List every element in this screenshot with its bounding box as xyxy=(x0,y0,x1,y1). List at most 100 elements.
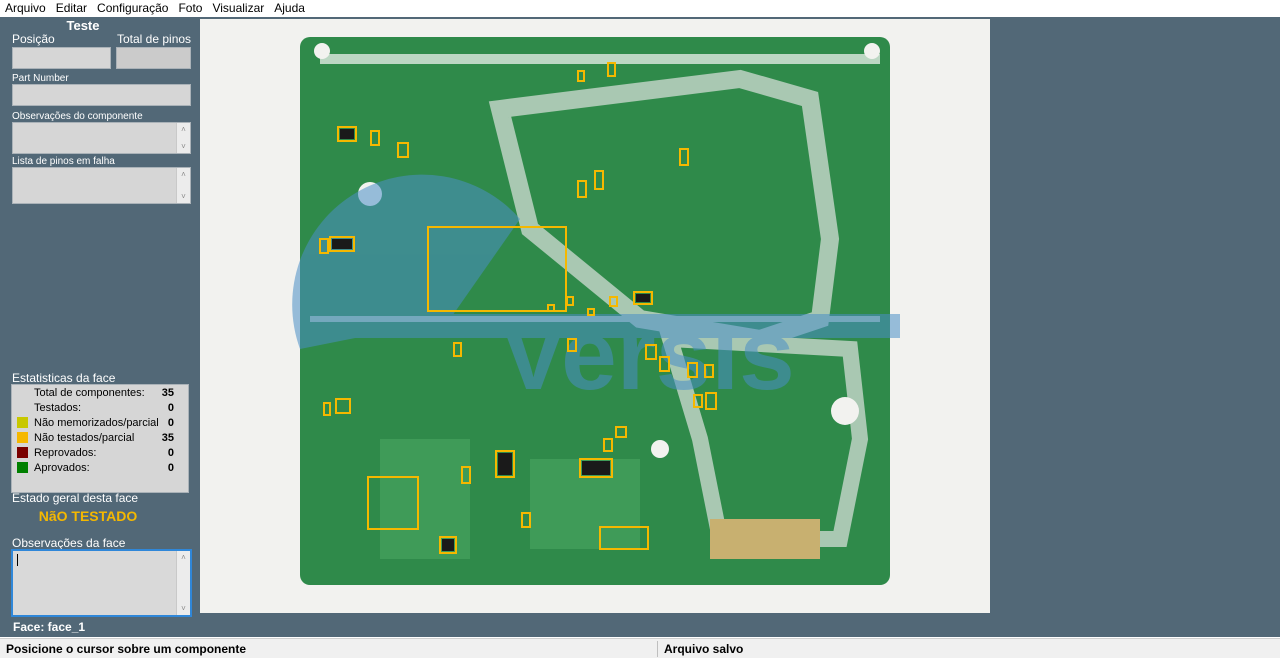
menu-ajuda[interactable]: Ajuda xyxy=(274,1,305,15)
stat-value: 0 xyxy=(167,462,174,474)
component-highlight-large[interactable] xyxy=(367,476,419,530)
component-highlight[interactable] xyxy=(704,364,714,378)
menu-arquivo[interactable]: Arquivo xyxy=(5,1,46,15)
stat-approved: Aprovados: 0 xyxy=(12,461,188,476)
component-highlight[interactable] xyxy=(453,342,462,357)
component-notes-field[interactable]: ˄˅ xyxy=(12,122,191,154)
component-highlight[interactable] xyxy=(633,291,653,305)
menu-visualizar[interactable]: Visualizar xyxy=(212,1,265,15)
stats-title: Estatisticas da face xyxy=(12,371,116,385)
face-notes-scrollbar[interactable]: ˄˅ xyxy=(176,551,190,615)
stat-tested: Testados: 0 xyxy=(12,401,188,416)
component-highlight[interactable] xyxy=(705,392,717,410)
stat-value: 0 xyxy=(167,417,174,429)
rejected-swatch xyxy=(17,447,28,458)
component-highlight[interactable] xyxy=(579,458,613,478)
menu-foto[interactable]: Foto xyxy=(178,1,203,15)
component-highlight[interactable] xyxy=(687,362,698,378)
board-image[interactable]: Versis xyxy=(200,19,990,613)
component-highlights xyxy=(319,62,717,554)
component-highlight[interactable] xyxy=(567,338,577,352)
stat-total-components: Total de componentes: 35 xyxy=(12,386,188,401)
watermark-text: Versis xyxy=(500,299,795,411)
component-highlight[interactable] xyxy=(603,438,613,452)
component-highlight[interactable] xyxy=(439,536,457,554)
menu-editar[interactable]: Editar xyxy=(55,1,88,15)
component-highlight[interactable] xyxy=(495,450,515,478)
text-caret xyxy=(17,554,18,566)
stat-label: Aprovados: xyxy=(34,462,90,474)
component-highlight[interactable] xyxy=(329,236,355,252)
approved-swatch xyxy=(17,462,28,473)
status-bar: Posicione o cursor sobre um componente A… xyxy=(0,638,1280,658)
failed-pins-field[interactable]: ˄˅ xyxy=(12,167,191,204)
component-highlight[interactable] xyxy=(335,398,351,414)
component-highlight[interactable] xyxy=(577,180,587,198)
total-pins-label: Total de pinos xyxy=(117,32,192,46)
menu-configuracao[interactable]: Configuração xyxy=(97,1,169,15)
failed-pins-scrollbar[interactable]: ˄˅ xyxy=(176,168,190,203)
component-notes-scrollbar[interactable]: ˄˅ xyxy=(176,123,190,153)
component-highlight[interactable] xyxy=(461,466,471,484)
board-image-frame: Versis xyxy=(198,17,1280,637)
face-notes-field[interactable]: ˄˅ xyxy=(11,549,192,617)
mounting-hole xyxy=(831,397,859,425)
component-highlight[interactable] xyxy=(370,130,380,146)
status-save-state: Arquivo salvo xyxy=(664,642,744,656)
component-highlight[interactable] xyxy=(599,526,649,550)
stat-rejected: Reprovados: 0 xyxy=(12,446,188,461)
component-highlight[interactable] xyxy=(319,238,329,254)
stat-value: 35 xyxy=(161,432,174,444)
component-highlight[interactable] xyxy=(609,296,618,307)
versis-watermark: Versis xyxy=(292,174,900,411)
pcb-photo: Versis xyxy=(292,37,900,585)
total-pins-field[interactable] xyxy=(116,47,191,69)
component-highlight[interactable] xyxy=(645,344,657,360)
stat-label: Não memorizados/parcial xyxy=(34,417,159,429)
pcb-trace xyxy=(659,330,869,547)
stat-label: Não testados/parcial xyxy=(34,432,135,444)
panel-title: Teste xyxy=(66,18,100,33)
not-memorized-swatch xyxy=(17,417,28,428)
ic-packages xyxy=(332,129,650,551)
stat-not-tested: Não testados/parcial 35 xyxy=(12,431,188,446)
component-highlight[interactable] xyxy=(566,296,574,306)
mounting-hole xyxy=(864,43,880,59)
stats-box: Total de componentes: 35 Testados: 0 Não… xyxy=(11,384,189,493)
part-number-label: Part Number xyxy=(12,73,69,84)
component-highlight[interactable] xyxy=(679,148,689,166)
status-separator xyxy=(657,641,658,657)
stat-value: 0 xyxy=(167,402,174,414)
component-highlight[interactable] xyxy=(587,308,595,316)
component-highlight[interactable] xyxy=(337,126,357,142)
menu-bar: Arquivo Editar Configuração Foto Visuali… xyxy=(0,0,1280,17)
stat-not-memorized: Não memorizados/parcial 0 xyxy=(12,416,188,431)
component-highlight[interactable] xyxy=(659,356,670,372)
component-highlight[interactable] xyxy=(397,142,409,158)
failed-pins-label: Lista de pinos em falha xyxy=(12,156,115,167)
component-highlight-large[interactable] xyxy=(427,226,567,312)
face-name: Face: face_1 xyxy=(13,620,86,634)
component-highlight[interactable] xyxy=(607,62,616,77)
left-panel: Teste Posição Total de pinos Part Number… xyxy=(0,17,198,637)
component-highlight[interactable] xyxy=(521,512,531,528)
position-field[interactable] xyxy=(12,47,111,69)
component-highlight[interactable] xyxy=(577,70,585,82)
component-highlight[interactable] xyxy=(594,170,604,190)
face-notes-label: Observações da face xyxy=(12,536,126,550)
part-number-field[interactable] xyxy=(12,84,191,106)
component-highlight[interactable] xyxy=(547,304,555,312)
component-notes-label: Observações do componente xyxy=(12,111,143,122)
stat-label: Reprovados: xyxy=(34,447,97,459)
component-highlight[interactable] xyxy=(615,426,627,438)
not-tested-swatch xyxy=(17,432,28,443)
stat-value: 35 xyxy=(161,387,174,399)
component-highlight[interactable] xyxy=(323,402,331,416)
status-hint: Posicione o cursor sobre um componente xyxy=(6,642,247,656)
position-label: Posição xyxy=(12,32,55,46)
stat-value: 0 xyxy=(167,447,174,459)
mounting-hole xyxy=(314,43,330,59)
mounting-hole xyxy=(651,440,669,458)
component-highlight[interactable] xyxy=(693,394,703,408)
stat-label: Total de componentes: xyxy=(34,387,145,399)
